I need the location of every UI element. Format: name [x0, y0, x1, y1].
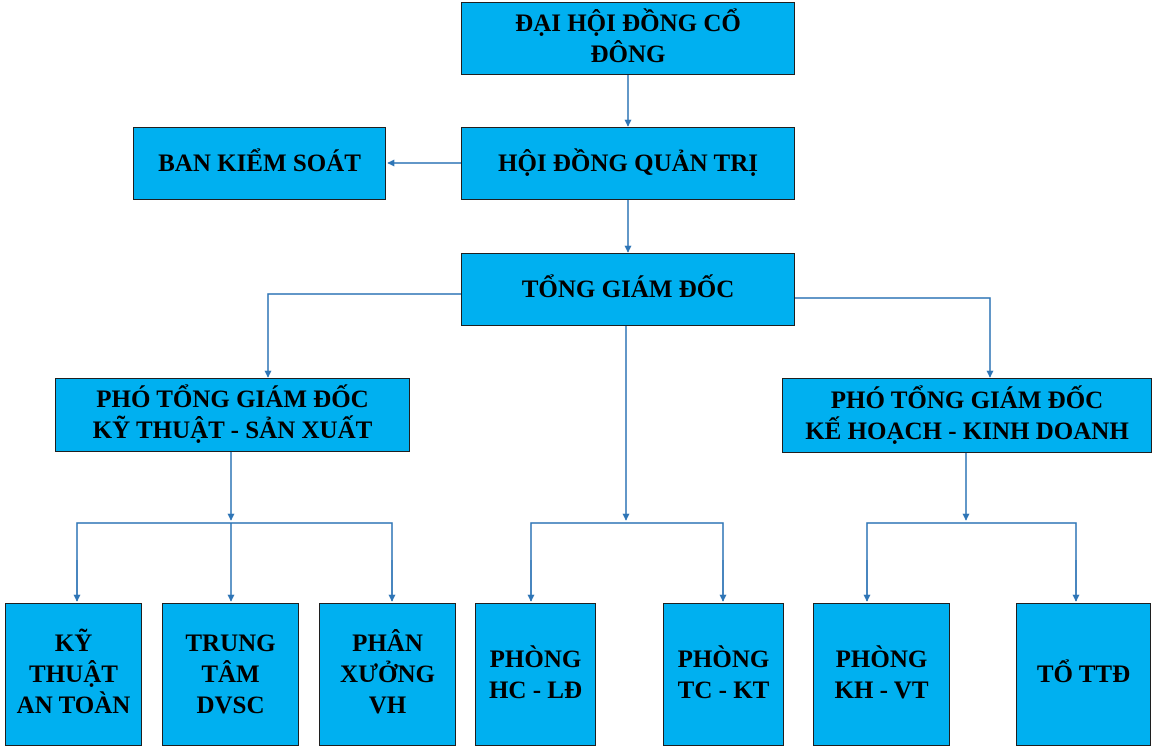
node-phong-tc-kt: PHÒNG TC - KT: [663, 603, 784, 746]
node-hoi-dong-quan-tri: HỘI ĐỒNG QUẢN TRỊ: [461, 127, 795, 200]
node-trung-tam-dvsc: TRUNG TÂM DVSC: [162, 603, 299, 746]
node-ban-kiem-soat: BAN KIỂM SOÁT: [133, 127, 386, 200]
connector-tgd-pho-kh: [794, 297, 994, 378]
node-phong-hc-ld: PHÒNG HC - LĐ: [475, 603, 596, 746]
node-label: ĐẠI HỘI ĐỒNG CỔ ĐÔNG: [515, 9, 741, 68]
connector-tgd-pho-kt: [264, 293, 461, 378]
node-label: TỔ TTĐ: [1036, 661, 1131, 688]
node-label: HỘI ĐỒNG QUẢN TRỊ: [498, 150, 758, 177]
node-label: BAN KIỂM SOÁT: [158, 150, 361, 177]
node-pho-tgd-ky-thuat: PHÓ TỔNG GIÁM ĐỐC KỸ THUẬT - SẢN XUẤT: [55, 378, 410, 452]
node-phong-kh-vt: PHÒNG KH - VT: [813, 603, 950, 746]
node-label: PHÓ TỔNG GIÁM ĐỐC KẾ HOẠCH - KINH DOANH: [805, 386, 1129, 445]
node-label: KỸ THUẬT AN TOÀN: [16, 630, 131, 719]
connector-hc-tc-bar: [530, 522, 724, 601]
node-label: PHÒNG TC - KT: [677, 645, 770, 704]
node-label: PHÂN XƯỞNG VH: [340, 630, 435, 719]
connector-kh-bar: [866, 522, 1077, 601]
node-dai-hoi-dong-co-dong: ĐẠI HỘI ĐỒNG CỔ ĐÔNG: [461, 2, 795, 75]
node-label: TỔNG GIÁM ĐỐC: [521, 276, 735, 303]
node-ky-thuat-an-toan: KỸ THUẬT AN TOÀN: [5, 603, 142, 746]
node-label: PHÒNG KH - VT: [834, 645, 929, 704]
node-pho-tgd-ke-hoach: PHÓ TỔNG GIÁM ĐỐC KẾ HOẠCH - KINH DOANH: [782, 378, 1152, 453]
node-label: TRUNG TÂM DVSC: [185, 630, 276, 719]
node-label: PHÒNG HC - LĐ: [488, 645, 583, 704]
connector-kt-bar: [76, 522, 393, 601]
node-label: PHÓ TỔNG GIÁM ĐỐC KỸ THUẬT - SẢN XUẤT: [92, 386, 373, 444]
node-tong-giam-doc: TỔNG GIÁM ĐỐC: [461, 253, 795, 326]
node-phan-xuong-vh: PHÂN XƯỞNG VH: [319, 603, 456, 746]
node-to-ttd: TỔ TTĐ: [1016, 603, 1151, 746]
